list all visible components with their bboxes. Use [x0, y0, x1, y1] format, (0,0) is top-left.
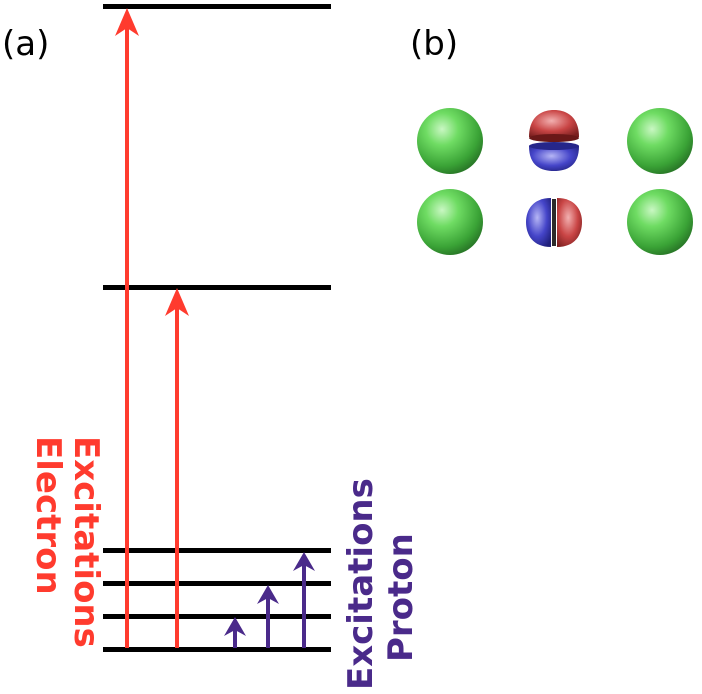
proton-excitations-label: Excitations [341, 478, 381, 690]
orbital-horizontal [526, 198, 582, 247]
electron-arrow-shaft-short [175, 308, 179, 648]
proton-arrow-shaft-2 [266, 598, 270, 648]
panel-label-a: (a) [2, 24, 50, 64]
orbital-lobe-blue-bottom [529, 146, 579, 171]
electron-label-line2: Excitations [66, 436, 106, 648]
orbital-lobe-red-top [529, 110, 579, 137]
electron-excitations-label: Electron Excitations [28, 436, 106, 648]
energy-level-proton-2 [103, 581, 331, 586]
energy-level-top [103, 4, 331, 9]
energy-level-proton-1 [103, 614, 331, 619]
proton-excitations-label-line1: Proton [381, 533, 421, 662]
electron-arrow-head-long [115, 8, 139, 36]
energy-levels [103, 4, 331, 652]
proton-label-line1: Proton [381, 533, 421, 662]
atom-sphere-top-right [627, 108, 693, 174]
proton-label-line2: Excitations [341, 478, 381, 690]
proton-arrow-head-2 [257, 585, 279, 604]
proton-arrow-head-3 [293, 552, 315, 571]
proton-excitation-arrows [224, 552, 315, 648]
atom-sphere-top-left [417, 108, 483, 174]
orbital-lobe-blue-left [526, 198, 551, 247]
proton-arrow-shaft-3 [302, 565, 306, 648]
energy-level-middle [103, 285, 331, 290]
electron-arrow-shaft-long [125, 28, 129, 648]
orbital-lobe-blue-bottom-rim [529, 142, 579, 150]
electron-label-line1: Electron [28, 436, 68, 595]
orbital-lobe-red-top-rim [529, 134, 579, 142]
electron-excitation-arrows [115, 8, 189, 648]
energy-level-ground [103, 647, 331, 652]
proton-arrow-head-1 [224, 617, 246, 636]
atom-sphere-bottom-left [417, 189, 483, 255]
panel-label-b: (b) [410, 24, 459, 64]
orbital-illustration [417, 108, 693, 255]
orbital-node-line [552, 199, 556, 246]
orbital-lobe-red-right [557, 198, 582, 247]
proton-arrow-shaft-1 [233, 630, 237, 648]
atom-sphere-bottom-right [627, 189, 693, 255]
energy-level-proton-3 [103, 548, 331, 553]
orbital-vertical [529, 110, 579, 171]
electron-arrow-head-short [165, 288, 189, 316]
